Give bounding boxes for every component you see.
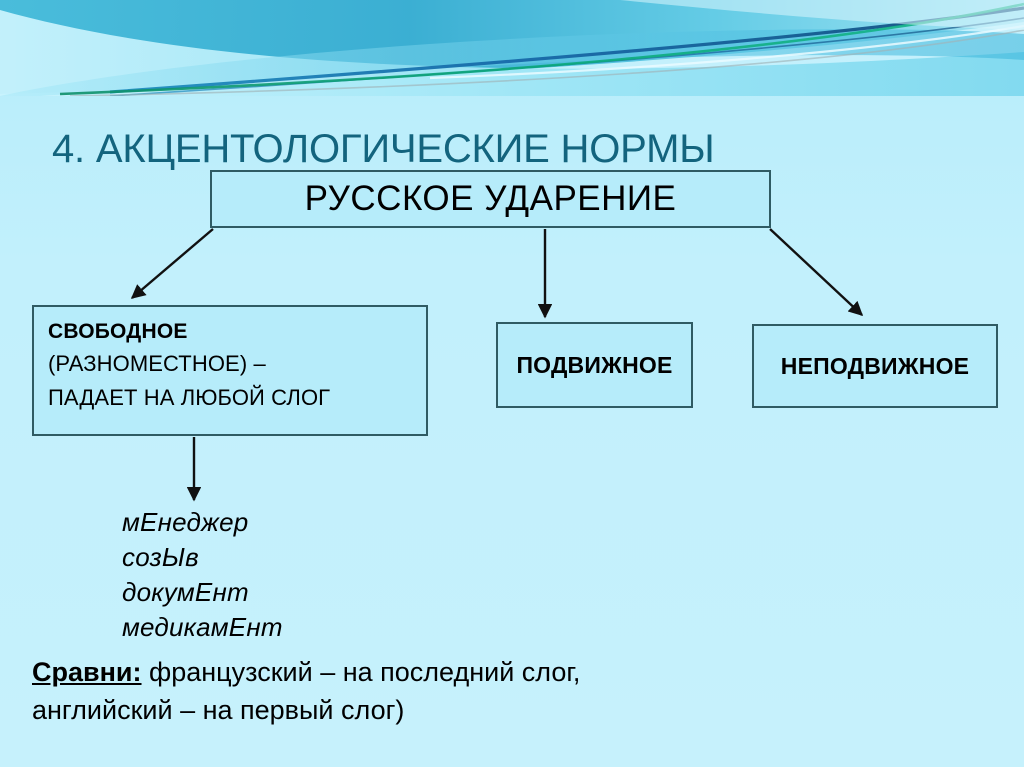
header-decoration-artwork (0, 0, 1024, 96)
diagram-node-immobile-label: НЕПОДВИЖНОЕ (780, 353, 970, 379)
example-word: докумЕнт (122, 577, 249, 607)
diagram-node-root-label: РУССКОЕ УДАРЕНИЕ (304, 179, 677, 218)
diagram-node-mobile-label: ПОДВИЖНОЕ (516, 352, 673, 378)
comparison-note-line1: французский – на последний слог, (141, 657, 581, 687)
arrow-root-to-immobile (769, 228, 864, 316)
comparison-note: Сравни: французский – на последний слог,… (32, 653, 992, 729)
diagram-node-mobile: ПОДВИЖНОЕ (496, 322, 693, 408)
arrow-root-to-free (130, 228, 214, 299)
comparison-note-line2: английский – на первый слог) (32, 695, 405, 725)
example-word: мЕнеджер (122, 507, 249, 537)
example-word: созЫв (122, 542, 199, 572)
diagram-node-root: РУССКОЕ УДАРЕНИЕ (210, 170, 771, 228)
diagram-node-free-detail-line2: ПАДАЕТ НА ЛЮБОЙ СЛОГ (48, 385, 331, 410)
diagram-node-immobile: НЕПОДВИЖНОЕ (752, 324, 998, 408)
example-word: медикамЕнт (122, 612, 283, 642)
page-title: 4. АКЦЕНТОЛОГИЧЕСКИЕ НОРМЫ (52, 126, 715, 171)
diagram-node-free-title: СВОБОДНОЕ (48, 320, 188, 343)
diagram-node-free: СВОБОДНОЕ (РАЗНОМЕСТНОЕ) – ПАДАЕТ НА ЛЮБ… (32, 305, 428, 436)
comparison-note-lead: Сравни: (32, 657, 142, 687)
diagram-node-free-detail-line1: (РАЗНОМЕСТНОЕ) – (48, 351, 266, 376)
example-word-list: мЕнеджер созЫв докумЕнт медикамЕнт (122, 505, 542, 645)
